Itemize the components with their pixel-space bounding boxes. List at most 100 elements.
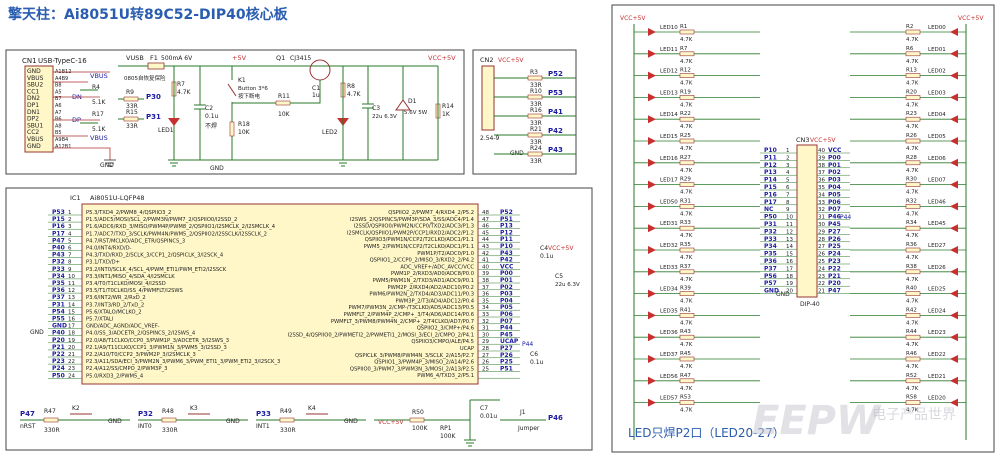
vcc5-label: VCC+5V [428,54,456,62]
ic1-right-pin-function: I2SWS_2/QSPINCS/PWM3P/SDA_3/SS/ADC4/P1.4 [350,217,475,223]
ic1-right-net: P51 [500,216,513,223]
button-net: P32 [138,410,153,418]
ic1-right-pin-number: 33 [482,312,489,318]
cn3-right-pin-number: 35 [818,185,825,191]
cn3-right-pin-number: 39 [818,155,825,161]
led-resistor-value: 4.7K [680,190,693,196]
d1-value: 5.6V 5W [404,110,428,116]
usb-pin-name: CC1 [27,88,39,95]
usb-pin-number: A8 [55,123,62,129]
cn3-left-net: GND [764,288,779,295]
cn3-right-pin-number: 25 [818,259,825,265]
ic1-left-pin-number: 23 [68,366,75,372]
cn3-part: DIP-40 [800,301,820,308]
cn3-left-pin-number: 19 [786,281,793,287]
ic1-right-pin-function: QSPIIO1_3/PWM4P_3/MISO_2/A14/P2.6 [374,360,474,366]
led-resistor-ref: R38 [906,264,917,270]
cn3-right-net: VCC [828,147,842,154]
q1-value: CJ3415 [290,55,311,62]
usb-pin-name: GND [27,143,41,150]
j1-ref: J1 [519,409,526,416]
ic1-left-pin-number: 16 [68,317,75,323]
p46-net: P46 [548,414,563,422]
button-net: P33 [256,410,271,418]
cn3-left-pin-number: 16 [786,259,793,265]
led-ref: LED06 [928,156,946,162]
cn3-left-pin-number: 5 [786,178,790,184]
cn3-right-net: P26 [828,236,841,243]
r14-value: 1K [442,111,451,118]
cn2-resistor-ref: R21 [530,126,542,133]
cn2-part: 2.54-9 [480,135,500,142]
ic1-left-net: P17 [52,230,65,237]
cn2-resistor-value: 33R [530,158,542,165]
cn3-right-net: P21 [828,273,841,280]
led-resistor-value: 4.7K [906,59,919,65]
cn3-left-net: P10 [764,147,777,154]
r4-value: 5.1K [92,99,107,106]
cn3-vcc: VCC+5V [810,137,836,144]
led-resistor-ref: R43 [680,329,691,335]
ic1-left-pin-function: P5.6/XTALO/MCLKO_2 [86,309,142,315]
ic1-right-pin-function: QSPIIO2_3/CMP+/P4.6 [417,326,474,332]
ic1-left-net: P37 [52,294,65,301]
cn3-right-net: P22 [828,265,841,272]
cn3-right-pin-number: 23 [818,274,825,280]
q1-ref: Q1 [276,54,285,62]
cn3-left-net: P11 [764,154,777,161]
ic1-right-net: P02 [500,284,513,291]
ic1-left-pin-number: 2 [68,217,72,223]
led-resistor-value: 4.7K [680,124,693,130]
led-resistor-value: 4.7K [906,233,919,239]
led-resistor-value: 4.7K [906,146,919,152]
button-resistor-ref: R48 [162,408,174,415]
ic1-left-net: P50 [52,372,65,379]
led-resistor-value: 4.7K [906,255,919,261]
ic1-left-pin-function: P3.7/INT3/RD_2/TxD_2 [86,302,144,308]
led-resistor-value: 4.7K [906,211,919,217]
p31-net: P31 [146,113,161,121]
ic1-right-net: P27 [500,345,513,352]
usb-pin-number: A12B1 [55,144,71,150]
watermark-logo: EEPW [752,398,881,444]
c1-ref: C1 [312,85,320,92]
rp1-value: 100K [440,433,456,440]
led-resistor-ref: R34 [906,220,917,226]
ic1-left-net: P24 [52,365,65,372]
led-resistor-ref: R52 [906,373,917,379]
led-resistor-ref: R27 [680,155,691,161]
cn3-right-pin-number: 38 [818,163,825,169]
led-resistor-value: 4.7K [680,168,693,174]
c7-ref: C7 [480,405,488,412]
ic1-left-pin-number: 14 [68,302,75,308]
page-title: 擎天柱：Ai8051U转89C52-DIP40核心板 [8,7,288,23]
ic1-left-pin-function: P4.0/SS_3/ADCETR_2/QSPINCS_2/I2SWS_4 [86,331,196,337]
cn3-right-pin-number: 22 [818,281,825,287]
ic1-right-pin-number: 43 [482,244,489,250]
led-ref: LED05 [928,134,946,140]
cn3-right-pin-number: 31 [818,215,825,221]
ic1-left-pin-number: 1 [68,210,72,216]
led-resistor-ref: R32 [906,198,917,204]
watermark-text: 电子产品世界 [872,407,956,423]
led-ref: LED46 [928,199,946,205]
fuse-note: 0805自恢复保险 [124,74,166,82]
led-ref: LED07 [928,178,946,184]
r18-value: 10K [238,129,251,136]
ic1-vcc: VCC+5V [548,245,574,252]
cn2-resistor-value: 33R [530,101,542,108]
r15-ref: R15 [126,109,138,116]
r50-value: 100K [412,425,428,432]
led-ref: LED24 [928,308,946,314]
c6-ref: C6 [530,351,538,358]
led-ref: LED12 [660,69,678,75]
button-resistor-ref: R49 [280,408,292,415]
ic1-right-net: P13 [500,223,513,230]
cn3-right-net: P03 [828,177,841,184]
led-resistor-ref: R7 [680,46,688,52]
j1-value: Jumper [517,425,540,432]
led-resistor-ref: R26 [906,133,917,139]
cn3-right-net: P24 [828,251,841,258]
cn3-left-pin-number: 2 [786,155,790,161]
ic1-left-pin-function: P3.5/T1/T0CLKO/SS_4/PWMFLT/I2SWS [86,288,183,294]
